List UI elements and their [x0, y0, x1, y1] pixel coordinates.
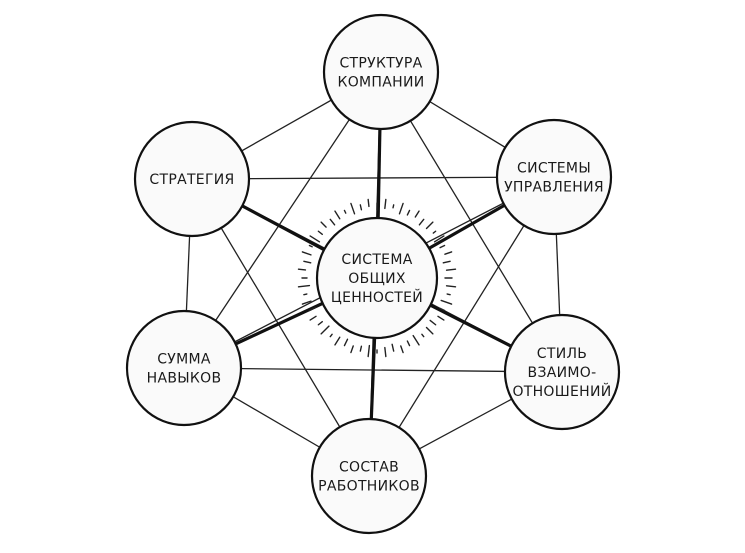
center-ray — [309, 315, 317, 321]
center-ray — [301, 300, 312, 305]
node-label-line: СТРАТЕГИЯ — [149, 172, 234, 188]
center-ray — [317, 230, 323, 236]
center-ray — [359, 204, 363, 211]
node-outline — [133, 120, 251, 238]
node-staff: СОСТАВ РАБОТНИКОВ — [310, 417, 428, 535]
center-ray — [334, 210, 341, 220]
center-ray — [425, 221, 434, 230]
center-ray — [343, 209, 347, 214]
center-ray — [437, 315, 445, 321]
link-systems-strategy — [191, 176, 555, 180]
center-ray — [384, 346, 387, 358]
center-ray — [320, 325, 330, 335]
center-ray — [429, 319, 437, 326]
node-outline — [315, 216, 439, 340]
nodes: СТРУКТУРА КОМПАНИИ СИСТЕМЫ УПРАВЛЕНИЯ СТИЛЬ В… — [125, 13, 621, 535]
node-outline — [503, 313, 621, 431]
node-label-line: ОТНОШЕНИЙ — [512, 382, 611, 400]
center-ray — [406, 340, 411, 347]
node-outline — [125, 309, 243, 427]
center-ray — [418, 218, 425, 226]
node-label-line: ЦЕННОСТЕЙ — [331, 288, 423, 306]
link-structure-style — [380, 71, 563, 373]
node-label-line: СТРУКТУРА — [339, 56, 422, 72]
center-ray — [317, 320, 323, 326]
node-label-line: ОБЩИХ — [348, 271, 406, 287]
center-ray — [445, 285, 457, 288]
center-ray — [343, 338, 349, 347]
center-ray — [309, 235, 321, 243]
center-ray — [303, 260, 312, 264]
center-ray — [440, 299, 453, 305]
node-label-line: СИСТЕМЫ — [517, 161, 591, 177]
center-ray — [367, 198, 370, 208]
node-skills: СУММА НАВЫКОВ — [125, 309, 243, 427]
node-label-line: СУММА — [157, 352, 211, 368]
center-ray — [421, 333, 425, 338]
center-ray — [329, 333, 333, 338]
center-ray — [425, 326, 434, 335]
center-ray — [439, 244, 446, 249]
center-ray — [297, 268, 307, 271]
center-ray — [446, 293, 451, 296]
center-ray — [297, 284, 311, 288]
center-ray — [412, 334, 420, 346]
center-ray — [439, 307, 446, 312]
center-ray — [350, 202, 356, 215]
center-ray — [303, 293, 308, 296]
center-ray — [432, 230, 437, 234]
node-outline — [322, 13, 440, 131]
center-ray — [308, 244, 313, 248]
center-ray — [329, 218, 336, 226]
center-ray — [308, 306, 317, 312]
center-ray — [320, 221, 327, 228]
center-ray — [367, 344, 371, 358]
node-label-line: СОСТАВ — [339, 460, 399, 476]
node-outline — [310, 417, 428, 535]
center-ray — [391, 343, 395, 352]
node-outline — [495, 118, 613, 236]
link-structure-skills — [183, 71, 382, 369]
center-ray — [334, 336, 341, 346]
node-systems: СИСТЕМЫ УПРАВЛЕНИЯ — [495, 118, 613, 236]
link-systems-staff — [368, 176, 555, 477]
center-rays — [297, 198, 457, 358]
center-ray — [398, 202, 404, 215]
node-label-line: СИСТЕМА — [341, 252, 412, 268]
center-ray — [414, 210, 420, 218]
center-ray — [350, 345, 354, 354]
node-structure: СТРУКТУРА КОМПАНИИ — [322, 13, 440, 131]
center-ray — [444, 251, 453, 255]
center-ray — [392, 204, 395, 209]
node-label-line: УПРАВЛЕНИЯ — [504, 180, 604, 196]
center-ray — [301, 251, 312, 256]
center-ray — [445, 268, 457, 271]
node-strategy: СТРАТЕГИЯ — [133, 120, 251, 238]
node-label-line: КОМПАНИИ — [337, 75, 424, 91]
center-ray — [406, 209, 411, 216]
node-style: СТИЛЬ ВЗАИМО-ОТНОШЕНИЙ — [503, 313, 621, 431]
node-label-line: РАБОТНИКОВ — [318, 479, 420, 495]
node-label-line: СТИЛЬ — [537, 346, 587, 362]
center-ray — [400, 345, 404, 354]
center-ray — [359, 345, 363, 352]
center-ray — [384, 198, 387, 210]
center-ray — [433, 235, 445, 243]
center-ray — [442, 260, 451, 264]
node-label-line: ВЗАИМО- — [528, 365, 597, 381]
node-label-line: НАВЫКОВ — [147, 371, 222, 387]
